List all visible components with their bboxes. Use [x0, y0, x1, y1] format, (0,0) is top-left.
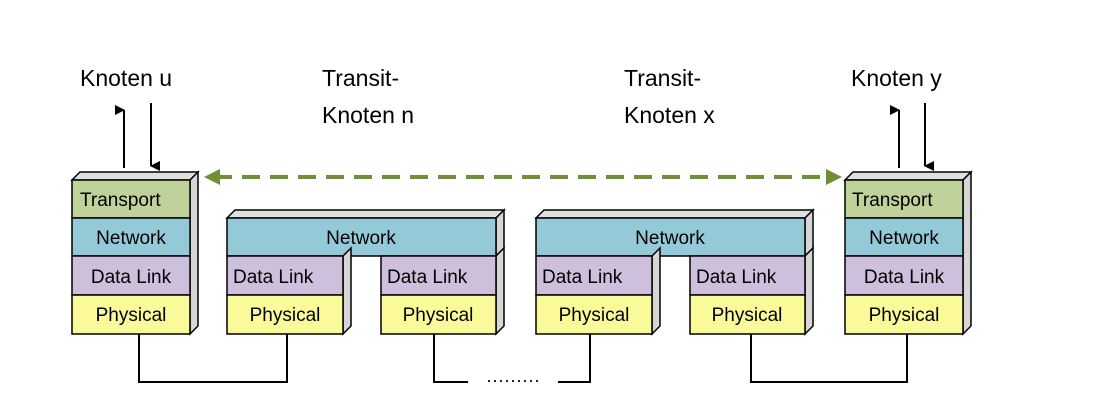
link-gap-dots: ·········	[486, 370, 540, 390]
node-x-left-physical-label: Physical	[559, 305, 630, 326]
node-x-right-physical-layer	[689, 294, 806, 335]
node-x-left-physical-layer	[535, 294, 653, 335]
node-y-network-label: Network	[869, 228, 939, 249]
node-y-physical-layer	[844, 294, 964, 335]
node-u-transport-label: Transport	[80, 190, 161, 211]
node-n-right-physical-layer	[380, 294, 497, 335]
transport-dashed-arrow	[204, 169, 842, 185]
node-u-network-layer	[71, 217, 191, 257]
node-u-datalink-label: Data Link	[91, 267, 172, 288]
node-y-stack: Transport Network Data Link Physical	[843, 170, 973, 336]
node-x-network-layer	[535, 217, 806, 257]
node-x-title-line1: Transit-	[624, 65, 701, 91]
node-n-stack: Network Data Link Physical Data Link Phy…	[225, 208, 506, 336]
node-y-physical-label: Physical	[869, 305, 940, 326]
node-u-transport-layer	[71, 179, 191, 219]
node-u-io-arrows	[115, 103, 160, 171]
node-n-network-layer	[226, 217, 497, 257]
node-u-network-label: Network	[96, 228, 166, 249]
node-x-stack: Network Data Link Physical Data Link Phy…	[534, 208, 815, 336]
node-n-right-datalink-layer	[380, 255, 497, 296]
node-n-left-physical-layer	[226, 294, 344, 335]
node-x-title-line2: Knoten x	[624, 102, 715, 128]
node-n-left-datalink-label: Data Link	[233, 267, 314, 288]
node-y-datalink-label: Data Link	[864, 267, 945, 288]
node-x-right-datalink-label: Data Link	[696, 267, 777, 288]
physical-link-x-y	[750, 334, 908, 383]
node-x-left-datalink-label: Data Link	[542, 267, 623, 288]
node-n-title-line2: Knoten n	[322, 102, 414, 128]
node-u-stack: Transport Network Data Link Physical	[70, 170, 200, 336]
node-n-right-datalink-label: Data Link	[387, 267, 468, 288]
node-x-right-physical-label: Physical	[712, 305, 783, 326]
node-u-physical-layer	[71, 294, 191, 335]
physical-link-u-n	[138, 334, 288, 383]
node-y-transport-label: Transport	[852, 190, 933, 211]
node-x-network-label: Network	[635, 228, 705, 249]
physical-link-n-x: ·········	[433, 334, 591, 390]
node-y-title: Knoten y	[851, 65, 942, 91]
node-n-right-physical-label: Physical	[403, 305, 474, 326]
node-n-left-physical-label: Physical	[250, 305, 321, 326]
node-n-title-line1: Transit-	[322, 65, 399, 91]
node-x-left-datalink-layer	[535, 255, 653, 296]
node-u-title: Knoten u	[80, 65, 172, 91]
node-n-network-label: Network	[326, 228, 396, 249]
node-y-io-arrows	[890, 103, 934, 171]
node-u-physical-label: Physical	[96, 305, 167, 326]
